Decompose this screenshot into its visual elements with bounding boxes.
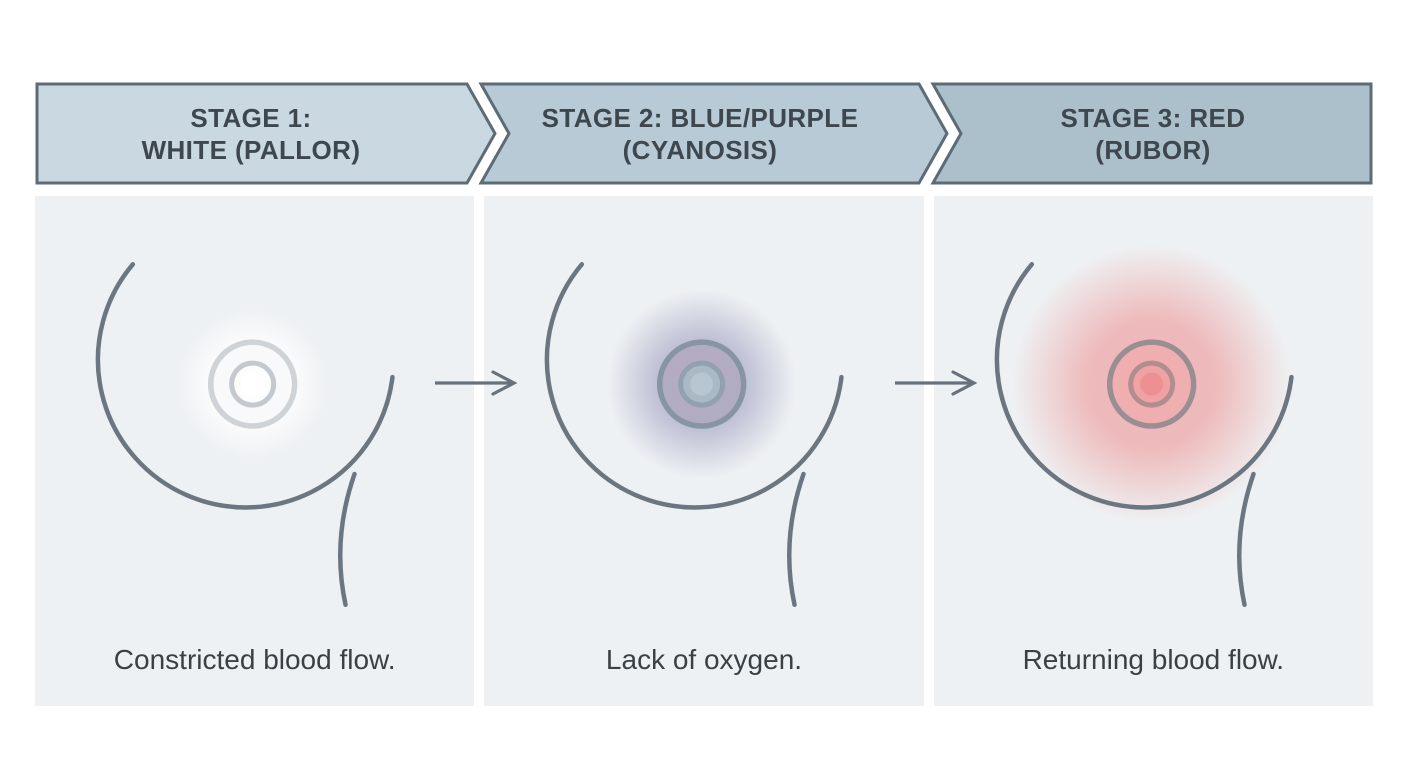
stage3-panel: Returning blood flow.	[933, 196, 1373, 706]
stage3-nipple-core	[1139, 372, 1163, 396]
stage2-header-line1: STAGE 2: BLUE/PURPLE	[541, 102, 859, 133]
stage1-breast-illustration	[95, 262, 395, 608]
stage3-header: STAGE 3: RED (RUBOR)	[933, 82, 1373, 185]
arrow-right-icon	[895, 370, 978, 396]
stage-panels-row: Constricted blood flow. Lack of	[35, 196, 1373, 706]
stage1-nipple-core	[241, 372, 265, 396]
breast-outline-curve	[994, 262, 1294, 510]
stage1-panel: Constricted blood flow.	[35, 196, 475, 706]
breast-outline-curve	[545, 262, 845, 510]
stage2-header-line2: (CYANOSIS)	[622, 134, 778, 165]
torso-outline-curve	[338, 471, 357, 608]
stage1-header: STAGE 1: WHITE (PALLOR)	[35, 82, 467, 185]
stage1-chevron-shape	[35, 82, 497, 185]
arrow-right-icon	[435, 370, 518, 396]
stage3-header-line1: STAGE 3: RED	[1060, 102, 1246, 133]
stage3-caption: Returning blood flow.	[1022, 644, 1285, 675]
stage2-caption: Lack of oxygen.	[605, 644, 803, 675]
chevron-shapes	[35, 82, 1373, 185]
stage3-chevron-shape	[930, 82, 1373, 185]
stage2-chevron-shape	[478, 82, 949, 185]
stage2-nipple-core	[690, 372, 714, 396]
torso-outline-curve	[787, 471, 807, 608]
torso-outline-curve	[1236, 471, 1256, 608]
stage2-header: STAGE 2: BLUE/PURPLE (CYANOSIS)	[481, 82, 919, 185]
stage2-panel: Lack of oxygen.	[484, 196, 924, 706]
stage1-header-line2: WHITE (PALLOR)	[141, 134, 361, 165]
stage3-header-line2: (RUBOR)	[1095, 134, 1211, 165]
stage3-breast-illustration	[994, 244, 1294, 608]
breast-outline-curve	[95, 262, 395, 510]
stage2-breast-illustration	[545, 262, 845, 608]
stage1-caption: Constricted blood flow.	[113, 644, 396, 675]
stage-header-band: STAGE 1: WHITE (PALLOR) STAGE 2: BLUE/PU…	[35, 82, 1373, 185]
stage1-header-line1: STAGE 1:	[190, 102, 312, 133]
